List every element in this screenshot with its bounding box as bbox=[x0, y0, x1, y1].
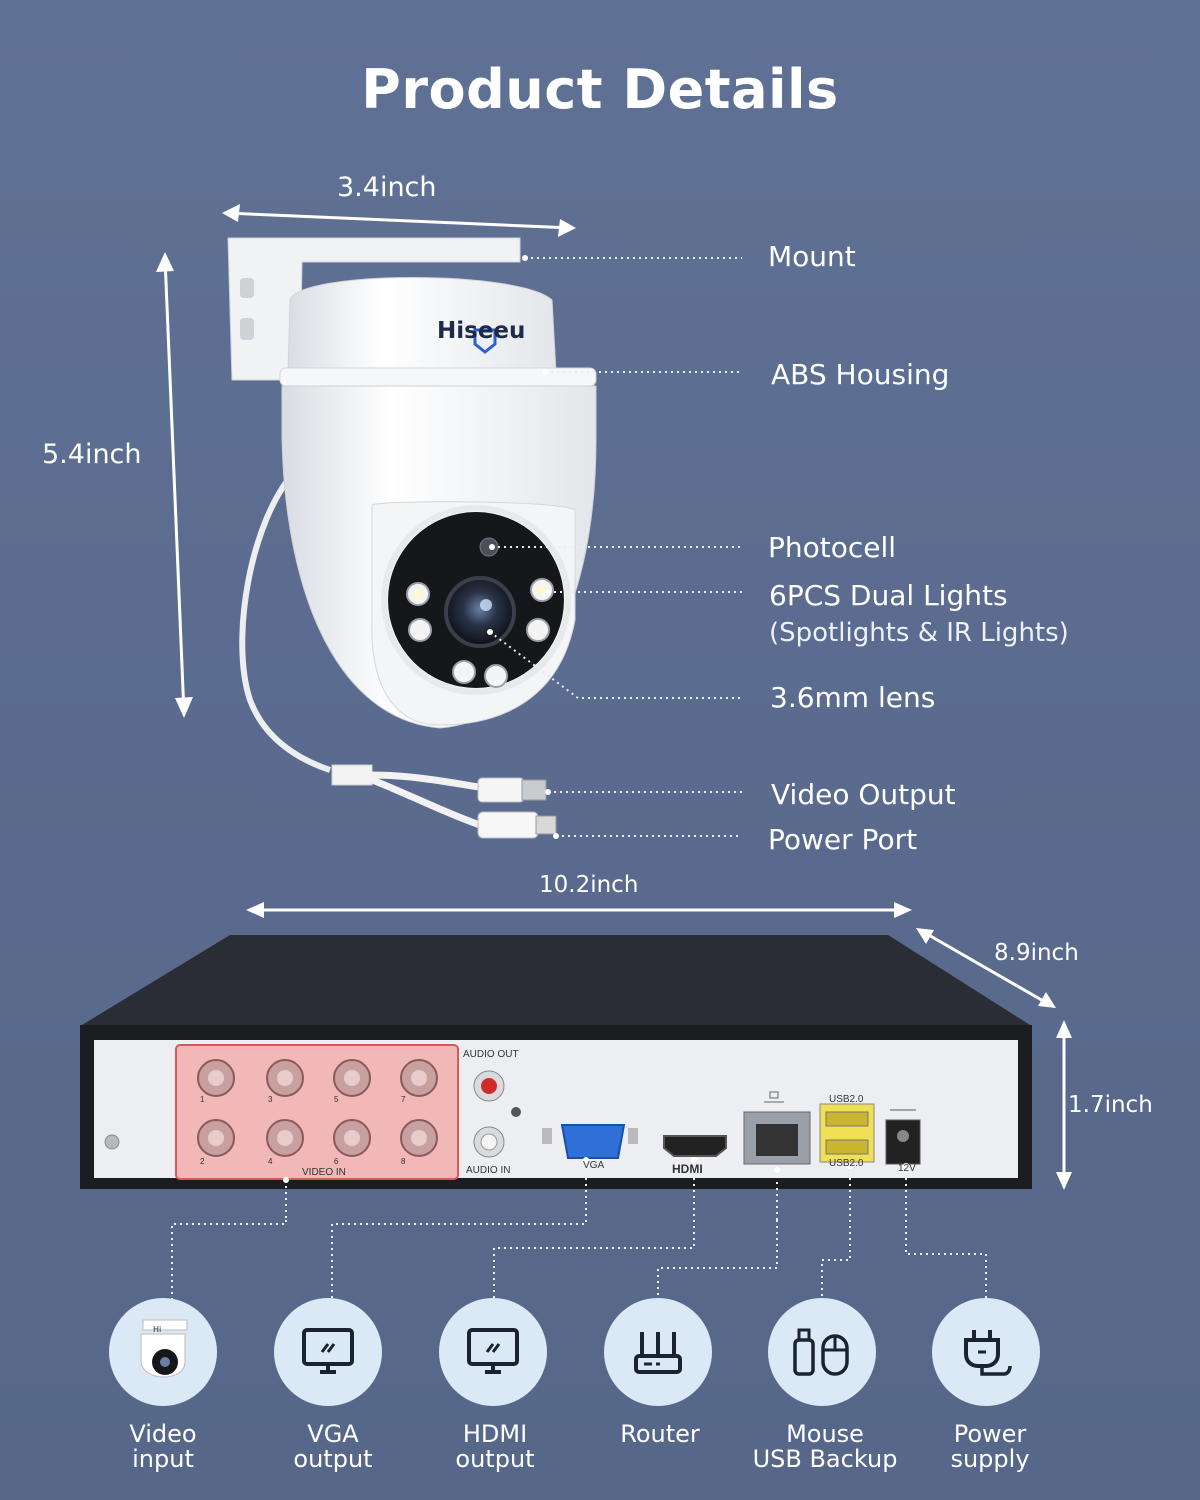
callout-photocell: Photocell bbox=[768, 531, 897, 564]
camera-diagram bbox=[156, 204, 742, 839]
connection-lines bbox=[171, 1220, 987, 1300]
connection-camera-circle: Hi bbox=[109, 1298, 217, 1406]
callout-lights: 6PCS Dual Lights bbox=[769, 579, 1008, 612]
port-audio-in: AUDIO IN bbox=[466, 1165, 511, 1176]
camera-width-arrow bbox=[222, 204, 576, 237]
bnc-number: 8 bbox=[401, 1157, 406, 1166]
label-line: output bbox=[455, 1445, 535, 1473]
camera-icon: Hi bbox=[140, 1319, 188, 1378]
bnc-number: 2 bbox=[200, 1157, 205, 1166]
camera-height-label: 5.4inch bbox=[42, 439, 142, 470]
label-line: HDMI bbox=[462, 1420, 528, 1448]
svg-text:Hi: Hi bbox=[153, 1325, 161, 1334]
port-video-in: VIDEO IN bbox=[302, 1167, 346, 1178]
label-line: supply bbox=[950, 1445, 1030, 1473]
connection-label-vga: VGA output bbox=[258, 1422, 408, 1472]
usb-mouse-icon bbox=[793, 1328, 849, 1376]
bnc-number: 6 bbox=[334, 1157, 339, 1166]
plug-icon bbox=[964, 1330, 1012, 1376]
monitor-icon bbox=[467, 1328, 519, 1374]
page-title: Product Details bbox=[361, 58, 839, 121]
label-line: Router bbox=[620, 1420, 700, 1448]
connection-router-circle bbox=[604, 1298, 712, 1406]
port-power: 12V bbox=[898, 1163, 916, 1174]
port-vga: VGA bbox=[583, 1160, 605, 1171]
label-line: Power bbox=[953, 1420, 1027, 1448]
connection-label-router: Router bbox=[585, 1422, 735, 1447]
monitor-icon bbox=[302, 1328, 354, 1374]
port-usb-bottom: USB2.0 bbox=[829, 1158, 864, 1169]
label-line: Mouse bbox=[786, 1420, 864, 1448]
callout-lens: 3.6mm lens bbox=[770, 681, 936, 714]
camera-height-arrow bbox=[156, 252, 193, 718]
camera-width-label: 3.4inch bbox=[337, 172, 437, 203]
label-line: VGA bbox=[307, 1420, 359, 1448]
bnc-number: 3 bbox=[268, 1095, 273, 1104]
label-line: USB Backup bbox=[752, 1445, 898, 1473]
port-hdmi: HDMI bbox=[672, 1162, 703, 1176]
connection-vga-circle bbox=[274, 1298, 382, 1406]
connection-power-circle bbox=[932, 1298, 1040, 1406]
label-line: Video bbox=[129, 1420, 197, 1448]
port-usb-top: USB2.0 bbox=[829, 1094, 864, 1105]
dvr-diagram bbox=[80, 902, 1072, 1220]
connection-hdmi-circle bbox=[439, 1298, 547, 1406]
brand-logo: Hiseeu bbox=[437, 318, 526, 344]
label-line: output bbox=[293, 1445, 373, 1473]
bnc-number: 7 bbox=[401, 1095, 406, 1104]
connection-usb-circle bbox=[768, 1298, 876, 1406]
dvr-height-label: 1.7inch bbox=[1068, 1092, 1153, 1118]
bnc-number: 5 bbox=[334, 1095, 339, 1104]
bnc-number: 4 bbox=[268, 1157, 273, 1166]
connection-label-usb: Mouse USB Backup bbox=[730, 1422, 920, 1472]
connection-label-hdmi: HDMI output bbox=[420, 1422, 570, 1472]
callout-video-output: Video Output bbox=[771, 778, 956, 811]
router-icon bbox=[634, 1332, 682, 1374]
connection-label-video: Video input bbox=[92, 1422, 234, 1472]
callout-housing: ABS Housing bbox=[771, 358, 950, 391]
callout-lights-sub: (Spotlights & IR Lights) bbox=[769, 618, 1069, 648]
label-line: input bbox=[132, 1445, 194, 1473]
dvr-width-label: 10.2inch bbox=[539, 872, 639, 898]
connection-label-power: Power supply bbox=[915, 1422, 1065, 1472]
bnc-number: 1 bbox=[200, 1095, 205, 1104]
port-audio-out: AUDIO OUT bbox=[463, 1049, 519, 1060]
dvr-depth-label: 8.9inch bbox=[994, 940, 1079, 966]
callout-power-port: Power Port bbox=[768, 823, 918, 856]
callout-mount: Mount bbox=[768, 240, 856, 273]
